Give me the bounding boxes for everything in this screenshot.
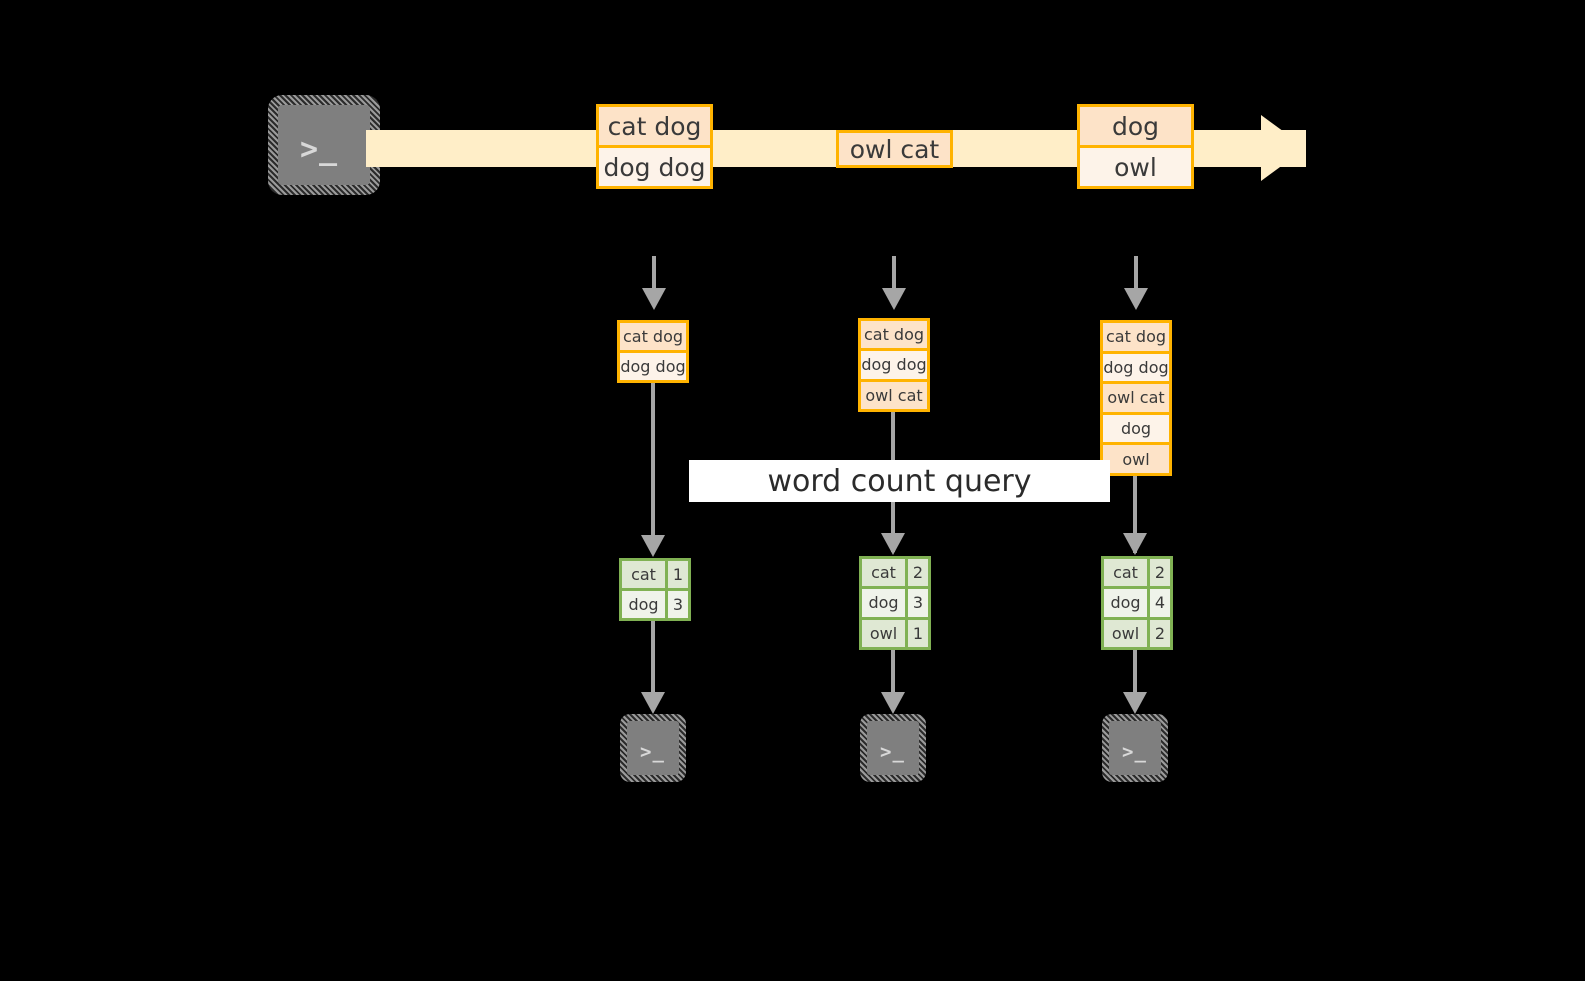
stream-record-3: dog owl xyxy=(1077,104,1194,189)
table-row: owl 2 xyxy=(1104,616,1170,647)
result-table-2-word-3: owl xyxy=(862,619,905,647)
table-row: owl 1 xyxy=(862,616,928,647)
stream-record-2-line-1: owl cat xyxy=(839,133,950,165)
result-table-1: cat 1 dog 3 xyxy=(619,558,691,621)
table-row: dog 3 xyxy=(622,588,688,618)
query-arrowhead-1 xyxy=(641,535,665,557)
stream-record-1-line-1: cat dog xyxy=(599,107,710,145)
result-table-3-count-3: 2 xyxy=(1147,619,1170,647)
stream-record-1-line-2: dog dog xyxy=(599,145,710,186)
query-caption: word count query xyxy=(689,460,1110,502)
sink-line-3 xyxy=(1133,650,1137,696)
trigger-arrowhead-1 xyxy=(642,288,666,310)
query-line-1 xyxy=(651,383,655,553)
table-row: cat 1 xyxy=(622,561,688,588)
terminal-screen: >_ xyxy=(1109,721,1161,775)
input-table-3-row-2: dog dog xyxy=(1103,350,1169,382)
input-table-3-row-4: dog xyxy=(1103,411,1169,443)
result-table-3: cat 2 dog 4 owl 2 xyxy=(1101,556,1173,650)
terminal-screen: >_ xyxy=(278,105,370,185)
stream-record-3-line-2: owl xyxy=(1080,145,1191,186)
sink-line-1 xyxy=(651,621,655,696)
sink-arrowhead-2 xyxy=(881,692,905,714)
trigger-line-1 xyxy=(652,256,656,292)
sink-terminal-icon-1: >_ xyxy=(620,714,686,782)
result-table-2-count-3: 1 xyxy=(905,619,928,647)
trigger-arrowhead-2 xyxy=(882,288,906,310)
result-table-1-word-2: dog xyxy=(622,591,665,618)
stream-record-1: cat dog dog dog xyxy=(596,104,713,189)
query-arrowhead-3 xyxy=(1123,533,1147,555)
result-table-2: cat 2 dog 3 owl 1 xyxy=(859,556,931,650)
input-table-3-row-5: owl xyxy=(1103,442,1169,473)
terminal-prompt-glyph: >_ xyxy=(880,741,905,763)
query-line-3 xyxy=(1133,476,1137,553)
result-table-3-count-1: 2 xyxy=(1147,559,1170,587)
sink-arrowhead-3 xyxy=(1123,692,1147,714)
query-caption-label: word count query xyxy=(767,463,1032,499)
query-arrowhead-2 xyxy=(881,533,905,555)
result-table-3-word-3: owl xyxy=(1104,619,1147,647)
table-row: cat 2 xyxy=(862,559,928,587)
input-table-3-row-3: owl cat xyxy=(1103,381,1169,412)
input-table-2-row-3: owl cat xyxy=(861,378,927,409)
trigger-line-2 xyxy=(892,256,896,292)
input-table-1-row-2: dog dog xyxy=(620,350,686,380)
terminal-screen: >_ xyxy=(627,721,679,775)
sink-terminal-icon-2: >_ xyxy=(860,714,926,782)
terminal-prompt-glyph: >_ xyxy=(640,741,665,763)
result-table-2-count-1: 2 xyxy=(905,559,928,587)
result-table-3-word-2: dog xyxy=(1104,589,1147,617)
result-table-1-count-1: 1 xyxy=(665,561,688,588)
sink-terminal-icon-3: >_ xyxy=(1102,714,1168,782)
input-table-2-row-2: dog dog xyxy=(861,348,927,379)
table-row: dog 4 xyxy=(1104,586,1170,617)
terminal-screen: >_ xyxy=(867,721,919,775)
result-table-2-word-2: dog xyxy=(862,589,905,617)
sink-arrowhead-1 xyxy=(641,692,665,714)
trigger-arrowhead-3 xyxy=(1124,288,1148,310)
result-table-3-word-1: cat xyxy=(1104,559,1147,587)
terminal-prompt-glyph: >_ xyxy=(300,132,339,167)
stream-record-2: owl cat xyxy=(836,130,953,168)
stream-arrowhead xyxy=(1261,115,1306,181)
result-table-1-count-2: 3 xyxy=(665,591,688,618)
source-terminal-icon: >_ xyxy=(268,95,380,195)
trigger-line-3 xyxy=(1134,256,1138,292)
table-row: dog 3 xyxy=(862,586,928,617)
stream-record-3-line-1: dog xyxy=(1080,107,1191,145)
input-table-3-row-1: cat dog xyxy=(1103,323,1169,351)
input-table-1: cat dog dog dog xyxy=(617,320,689,383)
table-row: cat 2 xyxy=(1104,559,1170,587)
result-table-1-word-1: cat xyxy=(622,561,665,588)
terminal-prompt-glyph: >_ xyxy=(1122,741,1147,763)
input-table-3: cat dog dog dog owl cat dog owl xyxy=(1100,320,1172,476)
result-table-3-count-2: 4 xyxy=(1147,589,1170,617)
result-table-2-count-2: 3 xyxy=(905,589,928,617)
input-table-2-row-1: cat dog xyxy=(861,321,927,349)
result-table-2-word-1: cat xyxy=(862,559,905,587)
sink-line-2 xyxy=(891,650,895,696)
input-table-1-row-1: cat dog xyxy=(620,323,686,350)
input-table-2: cat dog dog dog owl cat xyxy=(858,318,930,412)
